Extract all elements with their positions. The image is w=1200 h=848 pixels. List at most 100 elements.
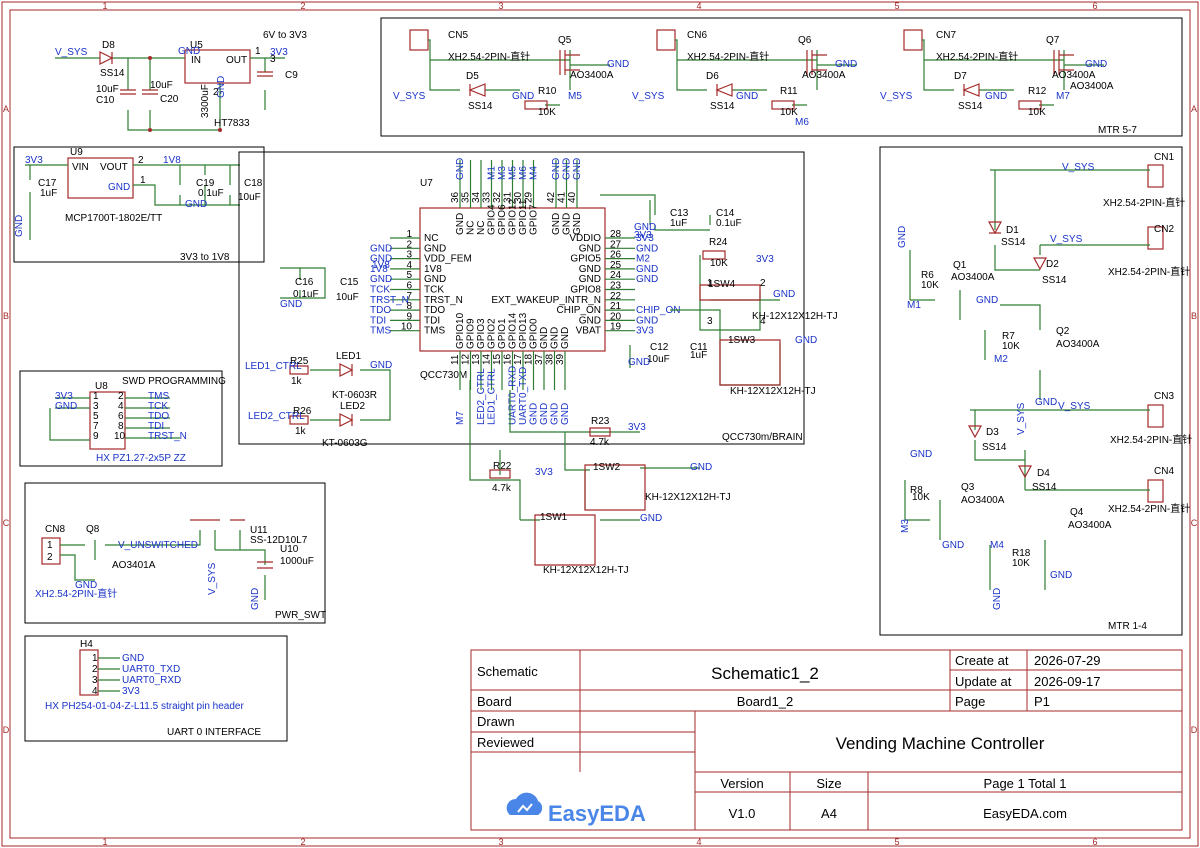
pin-number: 37	[534, 353, 545, 365]
pin-net: 1V8	[370, 264, 388, 275]
brain-label: R24	[709, 237, 728, 248]
mtr14-wires	[904, 169, 1150, 590]
pin-number: 6	[406, 281, 412, 292]
reg3v3-label: IN	[191, 55, 201, 66]
block-frame-pwr	[24, 482, 326, 624]
reg3v3-label: HT7833	[214, 118, 250, 129]
swd-wires	[49, 397, 180, 441]
mtr14-label: GND	[942, 540, 964, 551]
brain-label: 3V3	[535, 467, 553, 478]
mtr57-label: SS14	[710, 101, 735, 112]
pin-number: 20	[610, 311, 622, 322]
reg1v8-label: MCP1700T-1802E/TT	[65, 213, 162, 224]
brain-label: GND	[628, 357, 650, 368]
pin-net: GND	[370, 254, 392, 265]
pin-number: 19	[610, 322, 622, 333]
chip-value: QCC730M	[420, 370, 467, 381]
brain-label: 3V3	[634, 230, 652, 241]
reg1v8-label: U9	[70, 147, 83, 158]
pin-name: NC	[424, 233, 438, 244]
pin-number: 13	[471, 353, 482, 365]
junction-dot	[148, 56, 152, 60]
mtr14-label: V_SYS	[1058, 401, 1091, 412]
pin-number: 21	[610, 301, 622, 312]
brain-label: C12	[650, 342, 669, 353]
mcp1700-body	[67, 157, 134, 199]
mtr57-label: V_SYS	[880, 91, 913, 102]
pin-net: UART0_TXD	[518, 367, 529, 425]
brain-label: R23	[591, 416, 610, 427]
swd-label: 1	[93, 391, 99, 402]
reg3v3-label: 3300uF	[200, 84, 211, 118]
pin-name: NC	[466, 221, 477, 235]
pin-name: GND	[560, 327, 571, 349]
pin-name: GPIO2	[487, 318, 498, 349]
brain-label: KT-0603R	[332, 390, 377, 401]
brain-label: C14	[716, 208, 735, 219]
mtr57-label: Q7	[1046, 35, 1060, 46]
pin-net: GND	[636, 243, 658, 254]
reg1v8-label: C18	[244, 178, 263, 189]
brain-label: C16	[295, 277, 314, 288]
pin-number: 15	[492, 353, 503, 365]
pin-net: M5	[508, 166, 519, 180]
row-marker-left: A	[3, 104, 9, 114]
block-title-mtr57: MTR 5-7	[1098, 125, 1137, 136]
row-marker-left: B	[3, 311, 9, 321]
pin-number: 9	[406, 311, 412, 322]
brain-label: 10uF	[336, 292, 359, 303]
mtr57-label: XH2.54-2PIN-直针	[448, 50, 530, 63]
brain-label: LED1	[336, 351, 361, 362]
brain-label: GND	[773, 289, 795, 300]
brain-label: 10K	[710, 258, 728, 269]
pin-name: CHIP_ON	[557, 305, 601, 316]
pin-name: GPIO13	[518, 312, 529, 349]
brain-label: 0.1uF	[293, 289, 319, 300]
mtr57-label: D7	[954, 71, 967, 82]
connector-body	[656, 29, 676, 51]
pin-number: 32	[492, 191, 503, 203]
pin-number: 39	[555, 353, 566, 365]
block-title-pwr: PWR_SWT	[275, 610, 326, 621]
mtr14-label: 10K	[1012, 558, 1030, 569]
swd-label: 4	[118, 401, 124, 412]
pin-net: M7	[455, 411, 466, 425]
reg3v3-label: OUT	[226, 55, 247, 66]
pin-number: 36	[450, 191, 461, 203]
pin-number: 3	[92, 675, 98, 686]
mtr14-label: V_SYS	[1050, 234, 1083, 245]
block-title-1v8: 3V3 to 1V8	[180, 252, 230, 263]
mtr57-label: CN6	[687, 30, 707, 41]
pin-name: NC	[476, 221, 487, 235]
col-marker-bottom: 2	[300, 837, 305, 847]
pin-net: GND	[572, 158, 583, 180]
tb-update-value: 2026-09-17	[1034, 674, 1101, 689]
pin-number: 31	[503, 191, 514, 203]
connector-body	[1147, 226, 1164, 250]
col-marker-top: 4	[696, 1, 701, 11]
gate-resistor	[524, 100, 548, 110]
mtr57-label: R10	[538, 86, 557, 97]
mtr57-label: V_SYS	[393, 91, 426, 102]
mtr14-label: R8	[910, 485, 923, 496]
mtr57-label: AO3400A	[1070, 81, 1114, 92]
pin-number: 26	[610, 250, 622, 261]
pin-number: 27	[610, 239, 622, 250]
pwr-label: AO3401A	[112, 560, 156, 571]
connector-body	[1147, 479, 1164, 503]
reg1v8-label: GND	[14, 215, 25, 237]
pin-number: 33	[482, 191, 493, 203]
pin-net: CHIP_ON	[636, 305, 680, 316]
pin-net: 3V3	[636, 326, 654, 337]
pin-name: GND	[424, 243, 446, 254]
row-marker-right: B	[1191, 311, 1197, 321]
mtr57-label: 10K	[780, 107, 798, 118]
tactile-switches	[534, 284, 781, 566]
mtr57-label: D5	[466, 71, 479, 82]
mtr14-label: 10K	[921, 280, 939, 291]
row-marker-right: C	[1191, 518, 1198, 528]
reg3v3-label: 1	[255, 46, 261, 57]
block-frame-swd	[19, 370, 223, 467]
